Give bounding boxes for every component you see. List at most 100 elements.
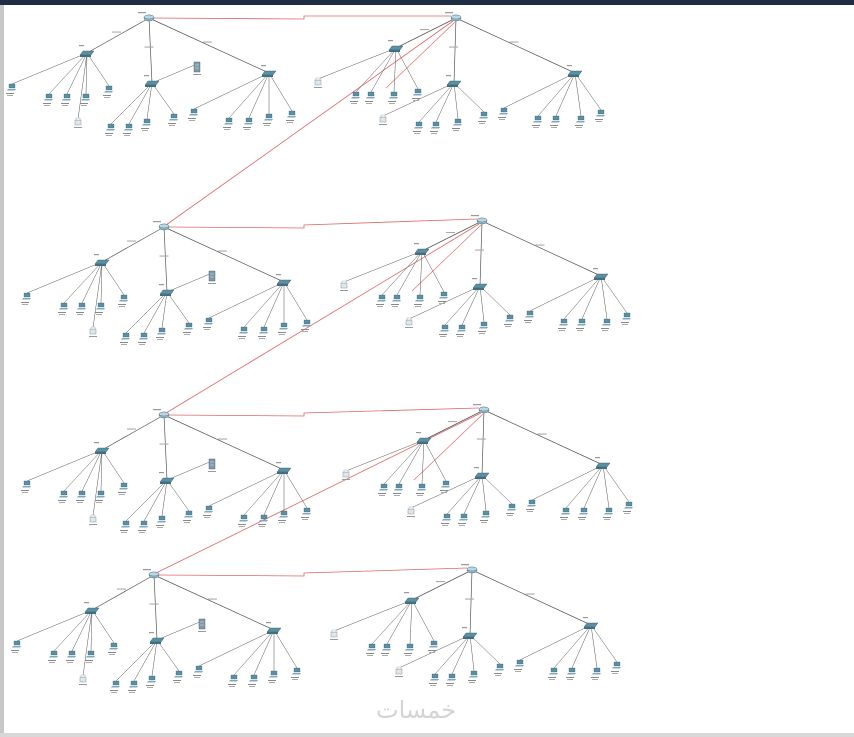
pc-icon[interactable] bbox=[468, 670, 478, 683]
pc-icon[interactable] bbox=[183, 322, 193, 335]
pc-icon[interactable] bbox=[441, 513, 451, 526]
pc-icon[interactable] bbox=[393, 483, 403, 496]
pc-icon[interactable] bbox=[601, 318, 611, 331]
pc-icon[interactable] bbox=[416, 483, 426, 496]
left-scrollbar[interactable] bbox=[0, 5, 4, 737]
pc-icon[interactable] bbox=[291, 667, 301, 680]
router-icon[interactable] bbox=[450, 14, 462, 22]
pc-icon[interactable] bbox=[623, 501, 633, 514]
pc-icon[interactable] bbox=[576, 318, 586, 331]
bottom-scrollbar[interactable] bbox=[0, 733, 854, 737]
pc-icon[interactable] bbox=[58, 302, 68, 315]
pc-icon[interactable] bbox=[438, 291, 448, 304]
switch-icon[interactable] bbox=[276, 274, 292, 286]
pc-icon[interactable] bbox=[278, 510, 288, 523]
printer-icon[interactable] bbox=[89, 326, 97, 337]
switch-icon[interactable] bbox=[79, 45, 95, 57]
switch-icon[interactable] bbox=[462, 627, 478, 639]
pc-icon[interactable] bbox=[439, 324, 449, 337]
switch-icon[interactable] bbox=[474, 467, 490, 479]
printer-icon[interactable] bbox=[342, 469, 350, 480]
pc-icon[interactable] bbox=[95, 490, 105, 503]
pc-icon[interactable] bbox=[595, 109, 605, 122]
pc-icon[interactable] bbox=[123, 123, 133, 136]
pc-icon[interactable] bbox=[391, 294, 401, 307]
switch-icon[interactable] bbox=[446, 75, 462, 87]
router-icon[interactable] bbox=[158, 411, 170, 419]
pc-icon[interactable] bbox=[428, 640, 438, 653]
switch-icon[interactable] bbox=[94, 254, 110, 266]
server-icon[interactable] bbox=[193, 61, 201, 75]
switch-icon[interactable] bbox=[593, 268, 609, 280]
pc-icon[interactable] bbox=[412, 88, 422, 101]
pc-icon[interactable] bbox=[258, 326, 268, 339]
switch-icon[interactable] bbox=[266, 622, 282, 634]
pc-icon[interactable] bbox=[526, 499, 536, 512]
printer-icon[interactable] bbox=[379, 114, 387, 125]
router-icon[interactable] bbox=[476, 217, 488, 225]
pc-icon[interactable] bbox=[603, 507, 613, 520]
pc-icon[interactable] bbox=[263, 113, 273, 126]
server-icon[interactable] bbox=[208, 270, 216, 284]
pc-icon[interactable] bbox=[108, 642, 118, 655]
pc-icon[interactable] bbox=[243, 117, 253, 130]
pc-icon[interactable] bbox=[478, 111, 488, 124]
pc-icon[interactable] bbox=[223, 117, 233, 130]
pc-icon[interactable] bbox=[532, 115, 542, 128]
printer-icon[interactable] bbox=[79, 674, 87, 685]
router-icon[interactable] bbox=[478, 406, 490, 414]
pc-icon[interactable] bbox=[440, 480, 450, 493]
pc-icon[interactable] bbox=[388, 91, 398, 104]
pc-icon[interactable] bbox=[76, 490, 86, 503]
switch-icon[interactable] bbox=[404, 592, 420, 604]
switch-icon[interactable] bbox=[84, 602, 100, 614]
pc-icon[interactable] bbox=[404, 643, 414, 656]
pc-icon[interactable] bbox=[118, 482, 128, 495]
pc-icon[interactable] bbox=[238, 514, 248, 527]
printer-icon[interactable] bbox=[330, 629, 338, 640]
pc-icon[interactable] bbox=[550, 115, 560, 128]
pc-icon[interactable] bbox=[173, 670, 183, 683]
pc-icon[interactable] bbox=[118, 294, 128, 307]
switch-icon[interactable] bbox=[472, 278, 488, 290]
pc-icon[interactable] bbox=[58, 490, 68, 503]
pc-icon[interactable] bbox=[524, 310, 534, 323]
pc-icon[interactable] bbox=[156, 327, 166, 340]
pc-icon[interactable] bbox=[188, 108, 198, 121]
switch-icon[interactable] bbox=[388, 40, 404, 52]
pc-icon[interactable] bbox=[365, 91, 375, 104]
router-icon[interactable] bbox=[148, 571, 160, 579]
pc-icon[interactable] bbox=[66, 650, 76, 663]
pc-icon[interactable] bbox=[350, 91, 360, 104]
pc-icon[interactable] bbox=[141, 118, 151, 131]
pc-icon[interactable] bbox=[120, 520, 130, 533]
pc-icon[interactable] bbox=[458, 513, 468, 526]
pc-icon[interactable] bbox=[548, 667, 558, 680]
pc-icon[interactable] bbox=[120, 332, 130, 345]
pc-icon[interactable] bbox=[183, 510, 193, 523]
switch-icon[interactable] bbox=[94, 442, 110, 454]
pc-icon[interactable] bbox=[278, 322, 288, 335]
pc-icon[interactable] bbox=[591, 667, 601, 680]
pc-icon[interactable] bbox=[228, 674, 238, 687]
pc-icon[interactable] bbox=[21, 292, 31, 305]
pc-icon[interactable] bbox=[21, 480, 31, 493]
pc-icon[interactable] bbox=[494, 663, 504, 676]
pc-icon[interactable] bbox=[156, 515, 166, 528]
router-icon[interactable] bbox=[466, 566, 478, 574]
pc-icon[interactable] bbox=[430, 121, 440, 134]
pc-icon[interactable] bbox=[193, 665, 203, 678]
switch-icon[interactable] bbox=[567, 65, 583, 77]
pc-icon[interactable] bbox=[480, 510, 490, 523]
pc-icon[interactable] bbox=[138, 520, 148, 533]
pc-icon[interactable] bbox=[376, 294, 386, 307]
pc-icon[interactable] bbox=[6, 83, 16, 96]
pc-icon[interactable] bbox=[43, 93, 53, 106]
switch-icon[interactable] bbox=[583, 617, 599, 629]
server-icon[interactable] bbox=[208, 458, 216, 472]
pc-icon[interactable] bbox=[514, 659, 524, 672]
switch-icon[interactable] bbox=[414, 243, 430, 255]
pc-icon[interactable] bbox=[414, 294, 424, 307]
pc-icon[interactable] bbox=[103, 85, 113, 98]
pc-icon[interactable] bbox=[238, 326, 248, 339]
